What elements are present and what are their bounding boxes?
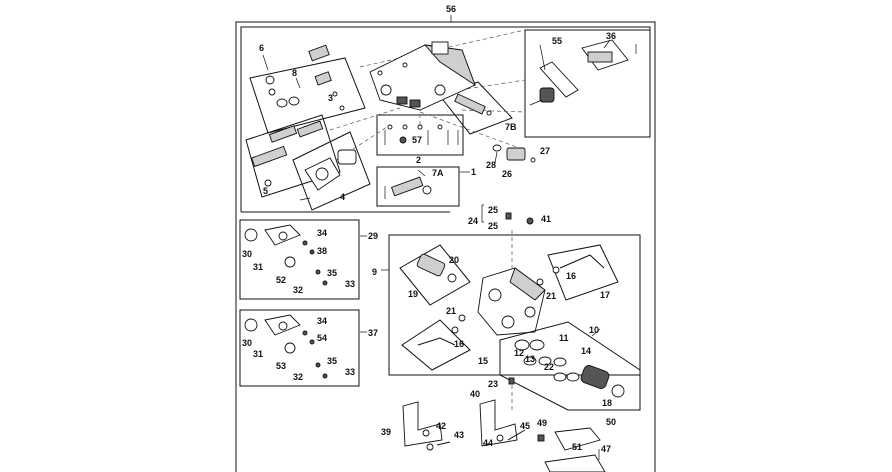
callout-41: 41 xyxy=(541,214,551,224)
callout-1: 1 xyxy=(471,167,476,177)
callout-2: 2 xyxy=(416,155,421,165)
callout-7b: 7B xyxy=(505,122,517,132)
callout-21a: 21 xyxy=(546,291,556,301)
callout-53: 53 xyxy=(276,361,286,371)
callout-30b: 30 xyxy=(242,338,252,348)
callout-32b: 32 xyxy=(293,372,303,382)
callout-4: 4 xyxy=(340,192,345,202)
kit-7a xyxy=(384,176,432,199)
callouts: 56 6 8 3 55 36 7B 57 2 5 4 7A 1 28 27 26… xyxy=(242,4,616,454)
callout-35b: 35 xyxy=(327,356,337,366)
callout-42: 42 xyxy=(436,421,446,431)
outer-frame xyxy=(235,15,656,472)
callout-25a: 25 xyxy=(488,205,498,215)
callout-51: 51 xyxy=(572,442,582,452)
callout-19: 19 xyxy=(408,289,418,299)
callout-22: 22 xyxy=(544,362,554,372)
callout-45: 45 xyxy=(520,421,530,431)
callout-29: 29 xyxy=(368,231,378,241)
callout-36: 36 xyxy=(606,31,616,41)
cover-4 xyxy=(299,149,357,201)
callout-56: 56 xyxy=(446,4,456,14)
callout-6: 6 xyxy=(259,43,264,53)
callout-35a: 35 xyxy=(327,268,337,278)
leader-lines xyxy=(262,39,611,337)
group-10 xyxy=(499,321,641,411)
kit-7b xyxy=(454,93,492,116)
callout-20: 20 xyxy=(449,255,459,265)
callout-57: 57 xyxy=(412,135,422,145)
callout-23: 23 xyxy=(488,379,498,389)
seal-kit-8 xyxy=(265,44,345,111)
callout-12: 12 xyxy=(514,348,524,358)
callout-11: 11 xyxy=(559,333,569,343)
callout-43: 43 xyxy=(454,430,464,440)
valve-body xyxy=(369,41,476,111)
callout-54: 54 xyxy=(317,333,327,343)
callout-39: 39 xyxy=(381,427,391,437)
brackets xyxy=(402,377,606,472)
callout-33b: 33 xyxy=(345,367,355,377)
callout-8: 8 xyxy=(292,68,297,78)
callout-28: 28 xyxy=(486,160,496,170)
group-9 xyxy=(388,230,641,376)
callout-18: 18 xyxy=(602,398,612,408)
callout-34b: 34 xyxy=(317,316,327,326)
callout-37: 37 xyxy=(368,328,378,338)
callout-38: 38 xyxy=(317,246,327,256)
callout-40: 40 xyxy=(470,389,480,399)
callout-32a: 32 xyxy=(293,285,303,295)
callout-31b: 31 xyxy=(253,349,263,359)
callout-24: 24 xyxy=(468,216,478,226)
callout-25b: 25 xyxy=(488,221,498,231)
callout-26: 26 xyxy=(502,169,512,179)
kit-2 xyxy=(384,124,459,145)
callout-3: 3 xyxy=(328,93,333,103)
connector-36 xyxy=(581,39,637,71)
kit-24 xyxy=(481,204,534,225)
callout-13: 13 xyxy=(525,354,535,364)
callout-52: 52 xyxy=(276,275,286,285)
solenoid-55 xyxy=(529,61,579,106)
callout-30a: 30 xyxy=(242,249,252,259)
callout-27: 27 xyxy=(540,146,550,156)
callout-7a: 7A xyxy=(432,168,444,178)
callout-15: 15 xyxy=(478,356,488,366)
callout-9: 9 xyxy=(372,267,377,277)
callout-16b: 16 xyxy=(454,339,464,349)
callout-55: 55 xyxy=(552,36,562,46)
callout-17: 17 xyxy=(600,290,610,300)
spring-kit-5 xyxy=(251,120,324,187)
group-37 xyxy=(239,309,360,387)
group-29 xyxy=(239,219,360,300)
fitting-26 xyxy=(492,144,536,163)
callout-50: 50 xyxy=(606,417,616,427)
callout-14: 14 xyxy=(581,346,591,356)
callout-47: 47 xyxy=(601,444,611,454)
callout-10: 10 xyxy=(589,325,599,335)
callout-5: 5 xyxy=(263,186,268,196)
callout-31a: 31 xyxy=(253,262,263,272)
callout-44: 44 xyxy=(483,438,493,448)
callout-34a: 34 xyxy=(317,228,327,238)
callout-49: 49 xyxy=(537,418,547,428)
callout-33a: 33 xyxy=(345,279,355,289)
callout-21b: 21 xyxy=(446,306,456,316)
callout-16a: 16 xyxy=(566,271,576,281)
